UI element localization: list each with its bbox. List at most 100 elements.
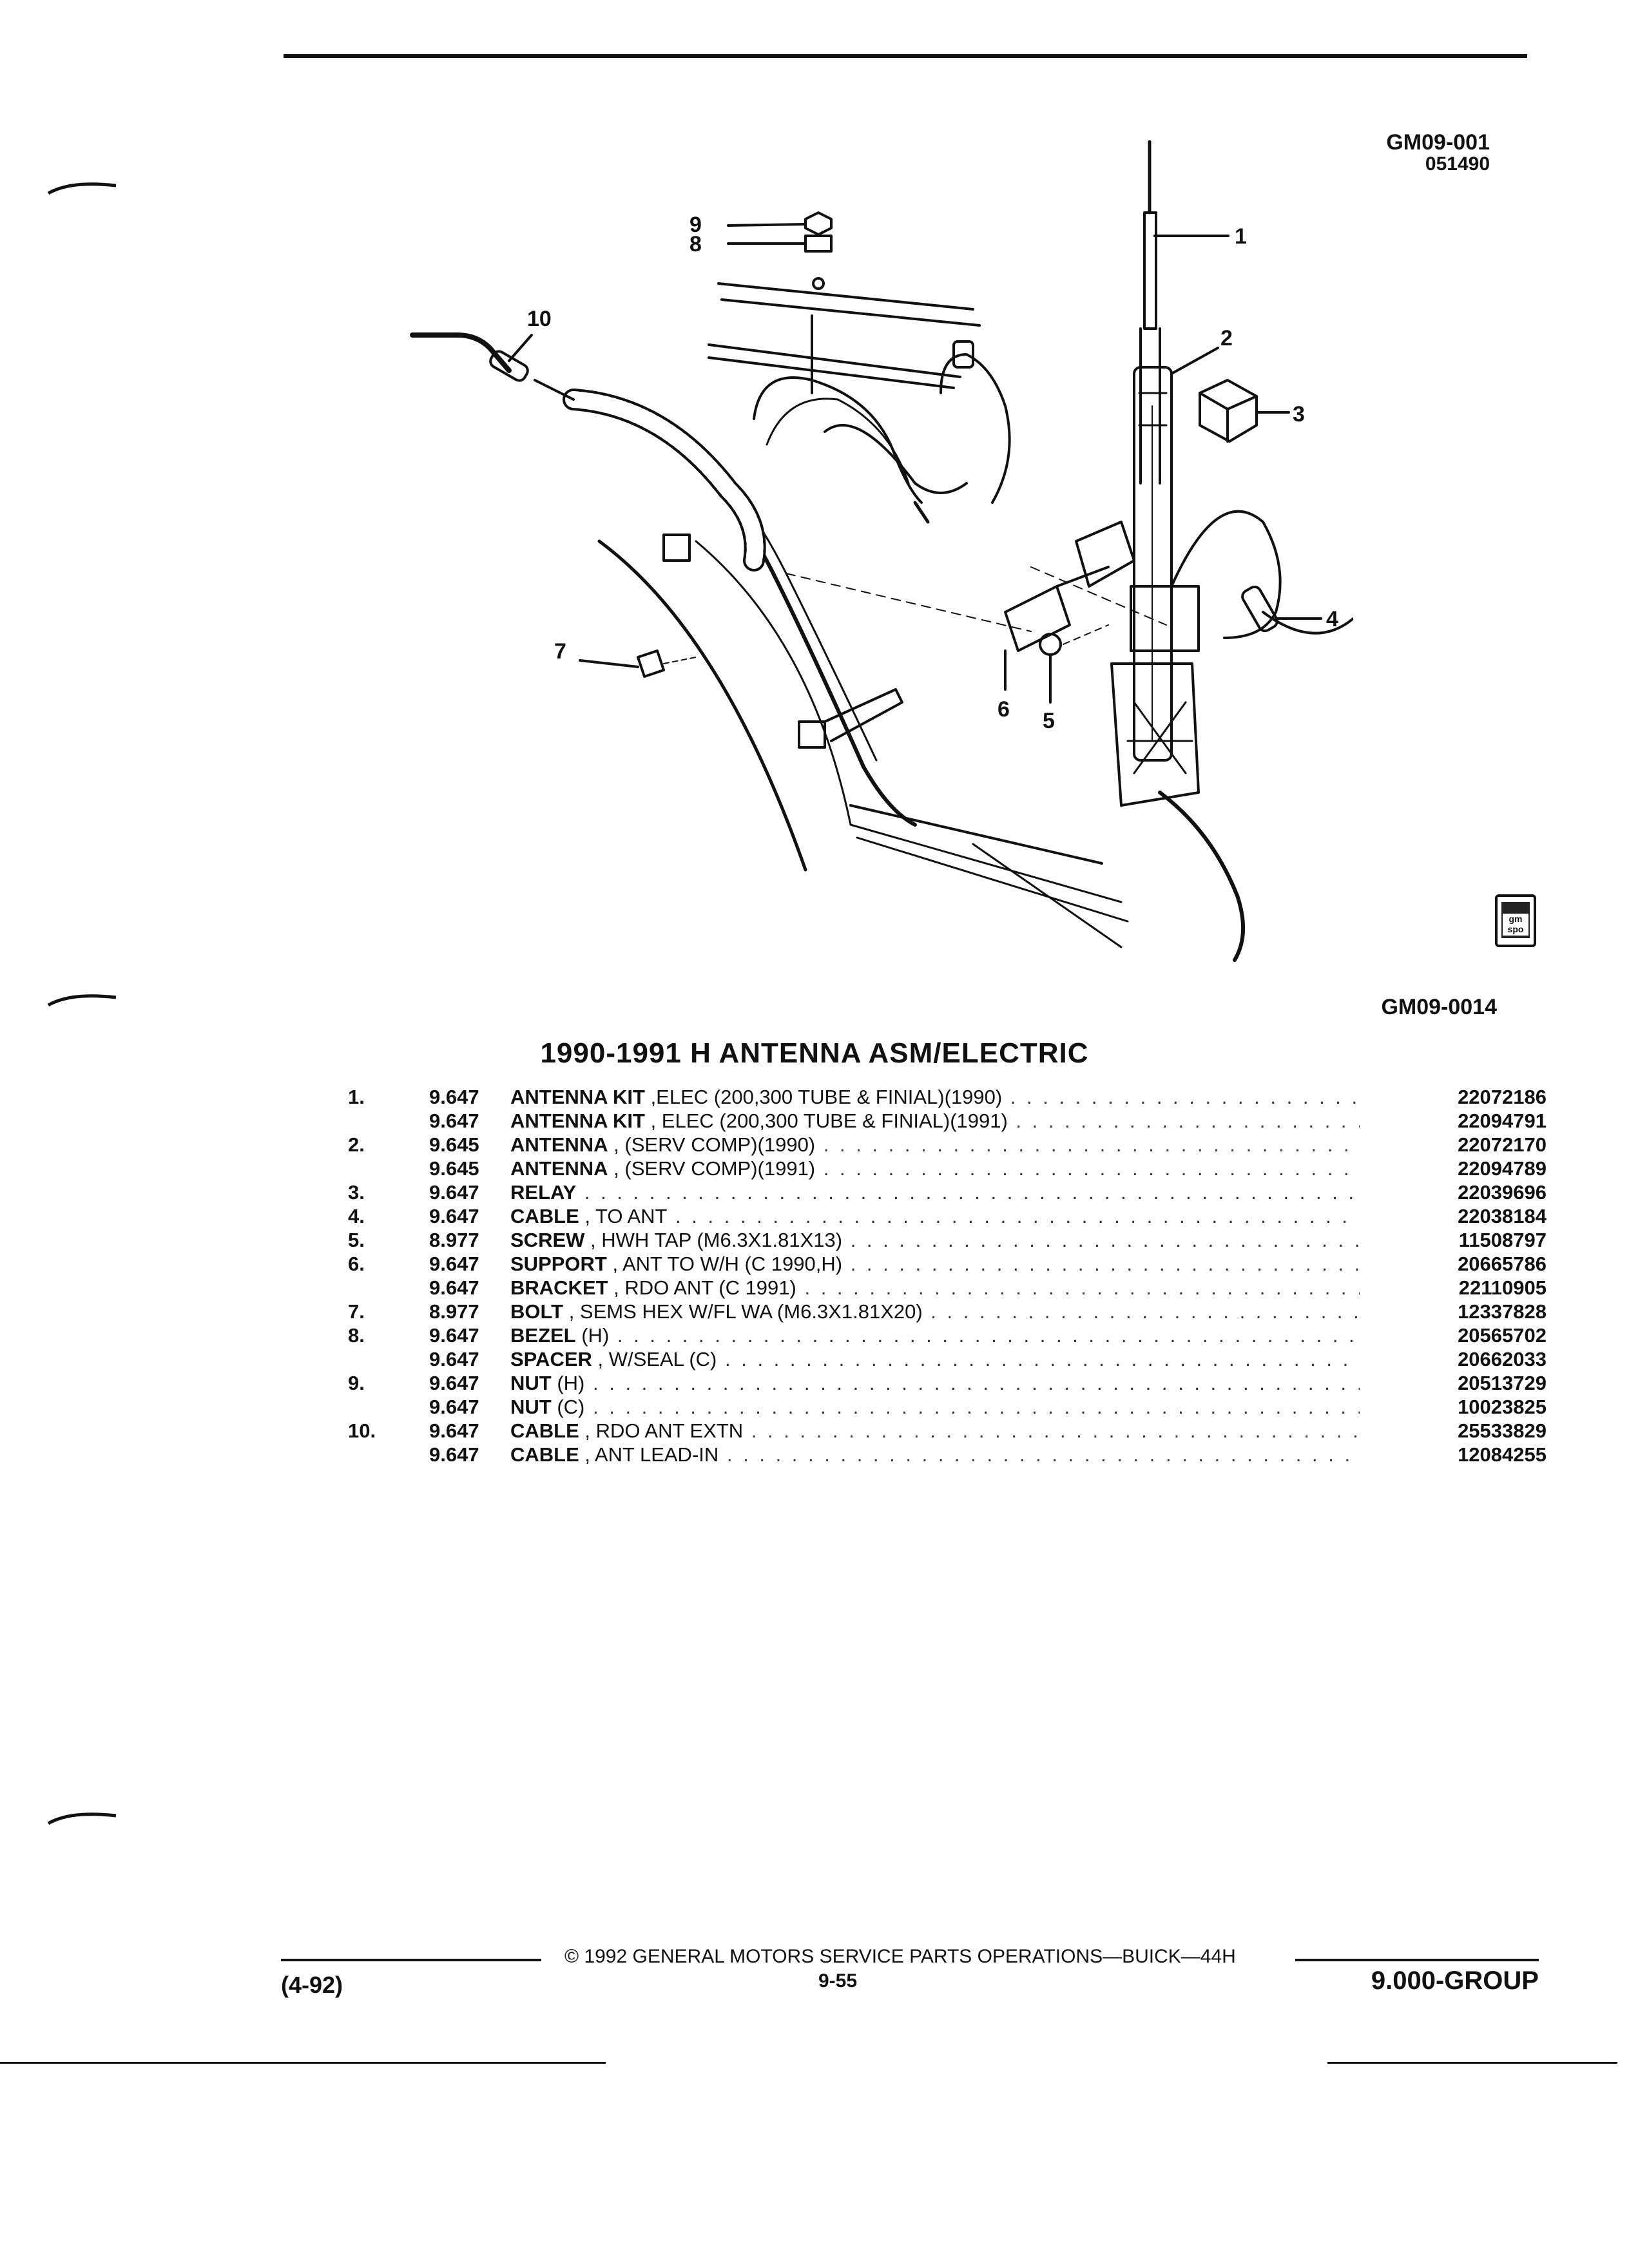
drawing-code-secondary: 051490 [1425, 153, 1490, 175]
part-description: RELAY . . . . . . . . . . . . . . . . . … [510, 1180, 1360, 1204]
part-description: NUT (C) . . . . . . . . . . . . . . . . … [510, 1395, 1360, 1419]
part-detail: , RDO ANT (C 1991) [608, 1276, 796, 1299]
bottom-rule-left [0, 2062, 606, 2064]
part-detail: , W/SEAL (C) [592, 1348, 717, 1370]
callout-10: 10 [527, 307, 552, 331]
part-row: 5. 8.977 SCREW , HWH TAP (M6.3X1.81X13) . … [322, 1228, 1547, 1252]
part-name: RELAY [510, 1181, 577, 1204]
part-detail: , SEMS HEX W/FL WA (M6.3X1.81X20) [563, 1300, 923, 1323]
part-row: 9.647 SPACER , W/SEAL (C) . . . . . . . .… [322, 1347, 1547, 1371]
dot-leader: . . . . . . . . . . . . . . . . . . . . … [850, 1253, 1360, 1275]
catalog-code: 9.647 [429, 1443, 479, 1466]
footer-page-number: 9-55 [818, 1970, 858, 1992]
part-number: 12337828 [1458, 1300, 1547, 1323]
top-rule [284, 54, 1527, 58]
part-name: SUPPORT [510, 1253, 607, 1275]
part-description: CABLE , ANT LEAD-IN . . . . . . . . . . … [510, 1443, 1360, 1466]
part-description: ANTENNA , (SERV COMP)(1990) . . . . . . … [510, 1133, 1360, 1157]
item-number: 9. [348, 1372, 365, 1394]
part-number: 22110905 [1458, 1276, 1547, 1299]
part-description: CABLE , TO ANT . . . . . . . . . . . . .… [510, 1204, 1360, 1228]
part-number: 22094791 [1458, 1110, 1547, 1132]
part-name: BEZEL [510, 1324, 576, 1347]
leader-2 [1170, 347, 1219, 375]
item-number: 7. [348, 1300, 365, 1323]
dot-leader: . . . . . . . . . . . . . . . . . . . . … [726, 1443, 1360, 1466]
dot-leader: . . . . . . . . . . . . . . . . . . . . … [725, 1348, 1360, 1370]
part-description: ANTENNA KIT ,ELEC (200,300 TUBE & FINIAL… [510, 1085, 1360, 1109]
callout-4: 4 [1326, 607, 1338, 631]
dot-leader: . . . . . . . . . . . . . . . . . . . . … [823, 1157, 1360, 1180]
part-number: 22072170 [1458, 1133, 1547, 1156]
dot-leader: . . . . . . . . . . . . . . . . . . . . … [1010, 1086, 1360, 1108]
part-detail: (C) [551, 1396, 585, 1418]
part-detail: , ANT TO W/H (C 1990,H) [606, 1253, 843, 1275]
catalog-code: 8.977 [429, 1229, 479, 1251]
dot-leader: . . . . . . . . . . . . . . . . . . . . … [850, 1229, 1360, 1251]
catalog-code: 9.647 [429, 1276, 479, 1299]
part-detail: , HWH TAP (M6.3X1.81X13) [584, 1229, 843, 1251]
callout-7: 7 [554, 639, 566, 664]
part-detail: , (SERV COMP)(1990) [608, 1133, 816, 1156]
item-number: 3. [348, 1181, 365, 1204]
callout-1: 1 [1235, 224, 1247, 249]
part-row: 9. 9.647 NUT (H) . . . . . . . . . . . . .… [322, 1371, 1547, 1395]
callout-5: 5 [1043, 709, 1055, 733]
gm-spo-logo-text: gm spo [1503, 914, 1528, 936]
section-title: 1990-1991 H ANTENNA ASM/ELECTRIC [540, 1037, 1089, 1069]
catalog-code: 9.647 [429, 1419, 479, 1442]
part-name: SPACER [510, 1348, 592, 1370]
callout-3: 3 [1293, 402, 1305, 427]
drawing-code-primary: GM09-001 [1386, 130, 1490, 155]
dot-leader: . . . . . . . . . . . . . . . . . . . . … [823, 1133, 1360, 1156]
dot-leader: . . . . . . . . . . . . . . . . . . . . … [1016, 1110, 1360, 1132]
body-line [717, 282, 974, 311]
part-row: 10. 9.647 CABLE , RDO ANT EXTN . . . . . .… [322, 1419, 1547, 1443]
part-name: CABLE [510, 1443, 579, 1466]
part-name: NUT [510, 1396, 552, 1418]
footer-rule-left [281, 1959, 541, 1961]
footer-rule-right [1295, 1959, 1539, 1961]
dot-leader: . . . . . . . . . . . . . . . . . . . . … [592, 1372, 1360, 1394]
part-name: BOLT [510, 1300, 564, 1323]
part-description: SCREW , HWH TAP (M6.3X1.81X13) . . . . .… [510, 1228, 1360, 1252]
part-description: SPACER , W/SEAL (C) . . . . . . . . . . … [510, 1347, 1360, 1371]
item-number: 2. [348, 1133, 365, 1156]
part-description: CABLE , RDO ANT EXTN . . . . . . . . . .… [510, 1419, 1360, 1443]
part-number: 20662033 [1458, 1348, 1547, 1370]
margin-tick [47, 994, 117, 1007]
catalog-code: 9.647 [429, 1181, 479, 1204]
part-number: 22038184 [1458, 1205, 1547, 1227]
part-row: 9.647 BRACKET , RDO ANT (C 1991) . . . . … [322, 1276, 1547, 1300]
catalog-code: 9.647 [429, 1372, 479, 1394]
callout-2: 2 [1220, 326, 1233, 351]
part-name: ANTENNA [510, 1133, 608, 1156]
part-description: NUT (H) . . . . . . . . . . . . . . . . … [510, 1371, 1360, 1395]
gm-spo-logo: gm spo [1495, 894, 1536, 947]
catalog-code: 9.647 [429, 1110, 479, 1132]
dot-leader: . . . . . . . . . . . . . . . . . . . . … [592, 1396, 1360, 1418]
margin-tick [47, 1812, 117, 1825]
part-name: CABLE [510, 1419, 579, 1442]
item-number: 4. [348, 1205, 365, 1227]
part-description: BEZEL (H) . . . . . . . . . . . . . . . … [510, 1323, 1360, 1347]
part-number: 20565702 [1458, 1324, 1547, 1347]
item-number: 5. [348, 1229, 365, 1251]
bottom-rule-right [1327, 2062, 1617, 2064]
drawing-code: GM09-001 051490 [1296, 131, 1490, 175]
catalog-code: 9.647 [429, 1348, 479, 1370]
part-name: ANTENNA KIT [510, 1110, 645, 1132]
callout-9: 9 [689, 213, 702, 237]
part-detail: (H) [551, 1372, 585, 1394]
part-detail: , ANT LEAD-IN [579, 1443, 719, 1466]
part-description: BRACKET , RDO ANT (C 1991) . . . . . . .… [510, 1276, 1360, 1300]
item-number: 10. [348, 1419, 376, 1442]
item-number: 8. [348, 1324, 365, 1347]
part-description: SUPPORT , ANT TO W/H (C 1990,H) . . . . … [510, 1252, 1360, 1276]
dot-leader: . . . . . . . . . . . . . . . . . . . . … [584, 1181, 1360, 1204]
